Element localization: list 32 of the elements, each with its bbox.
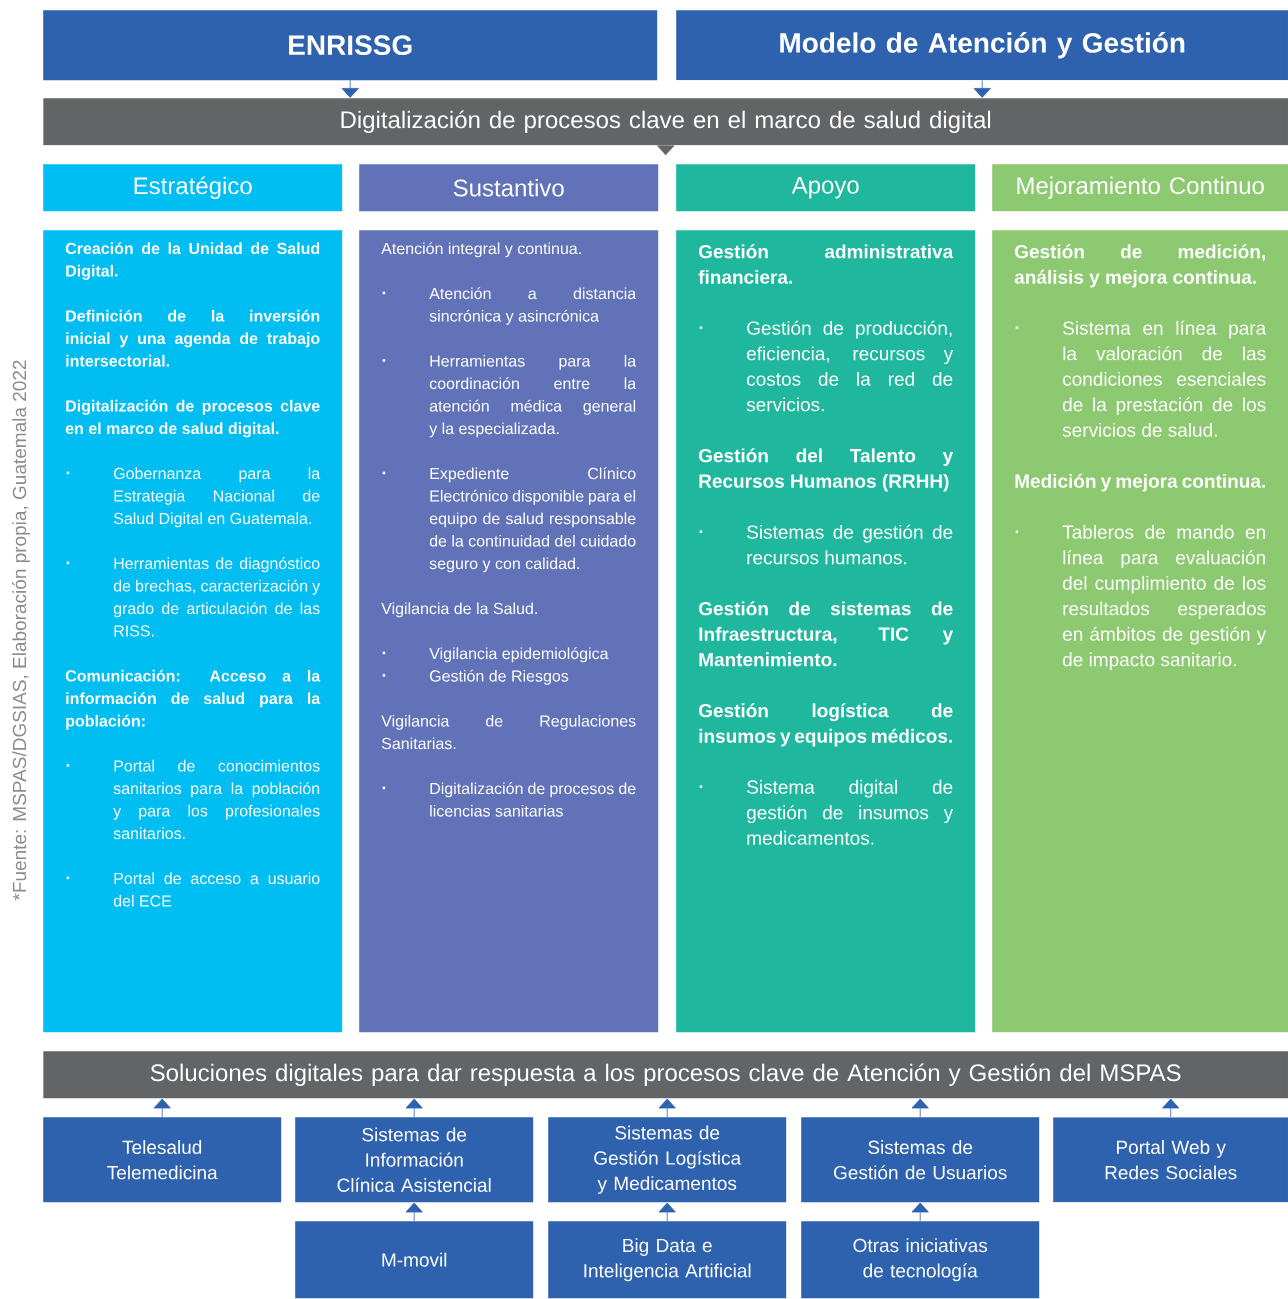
- solution-box: Sistemas de Información Clínica Asistencial: [295, 1117, 534, 1203]
- column-header: Sustantivo: [359, 164, 659, 212]
- arrow: [658, 1202, 676, 1222]
- arrow: [973, 80, 991, 98]
- column-panel: Gestión de medición, análisis y mejora continua. Sistema en línea para la valoración de las condiciones esenciales de la prestación de los servicios de salud. Medición y mejora continua. Tableros de mando en línea para evaluación del cumplimiento de los resultados esperados en ámbitos de gestión y de impacto sanitario.: [992, 230, 1288, 1033]
- arrow: [405, 1098, 423, 1118]
- section-band: Digitalización de procesos clave en el marco de salud digital: [43, 98, 1288, 146]
- arrow: [911, 1202, 929, 1222]
- header-banner: Modelo de Atención y Gestión: [676, 10, 1288, 81]
- arrow: [911, 1098, 929, 1118]
- column-panel: Creación de la Unidad de Salud Digital. Definición de la inversión inicial y una agenda de trabajo intersectorial. Digitalización de procesos clave en el marco de salud digital. Gobernanza para la Estrategia Nacional de Salud Digital en Guatemala. Herramientas de diagnóstico de brechas, caracterización y grado de articulación de las RISS. Comunicación: Acceso a la información de salud para la población: Portal de conocimientos sanitarios para la población y para los profesionales sanitarios. Portal de acceso a usuario del ECE: [43, 230, 343, 1033]
- solution-box: Sistemas de Gestión de Usuarios: [801, 1117, 1040, 1203]
- arrow: [153, 1098, 171, 1118]
- column-header: Estratégico: [43, 164, 343, 212]
- solution-box: Sistemas de Gestión Logística y Medicamentos: [548, 1117, 787, 1203]
- column-header: Apoyo: [676, 164, 976, 212]
- column-panel: Atención integral y continua. Atención a distancia sincrónica y asincrónica Herramientas para la coordinación entre la atención médica general y la especializada. Expediente Clínico Electrónico disponible para el equipo de salud responsable de la continuidad del cuidado seguro y con calidad. Vigilancia de la Salud. Vigilancia epidemiológica Gestión de Riesgos Vigilancia de Regulaciones Sanitarias. Digitalización de procesos de licencias sanitarias: [359, 230, 659, 1033]
- solution-box: M-movil: [295, 1221, 534, 1299]
- arrow: [1162, 1098, 1180, 1118]
- header-banner: ENRISSG: [43, 10, 658, 81]
- arrow: [341, 80, 359, 98]
- source-caption: *Fuente: MSPAS/DGSIAS, Elaboración propia, Guatemala 2022: [12, 360, 30, 901]
- solution-box: Otras iniciativas de tecnología: [801, 1221, 1040, 1299]
- column-panel: Gestión administrativa financiera. Gestión de producción, eficiencia, recursos y costos de la red de servicios. Gestión del Talento y Recursos Humanos (RRHH) Sistemas de gestión de recursos humanos. Gestión de sistemas de Infraestructura, TIC y Mantenimiento. Gestión logística de insumos y equipos médicos. Sistema digital de gestión de insumos y medicamentos.: [676, 230, 976, 1033]
- arrow: [405, 1202, 423, 1222]
- solution-box: Telesalud Telemedicina: [43, 1117, 282, 1203]
- arrow: [657, 145, 675, 156]
- section-band: Soluciones digitales para dar respuesta a los procesos clave de Atención y Gestión del MSPAS: [43, 1051, 1288, 1099]
- arrow: [658, 1098, 676, 1118]
- solution-box: Big Data e Inteligencia Artificial: [548, 1221, 787, 1299]
- column-header: Mejoramiento Continuo: [992, 164, 1288, 212]
- solution-box: Portal Web y Redes Sociales: [1053, 1117, 1288, 1203]
